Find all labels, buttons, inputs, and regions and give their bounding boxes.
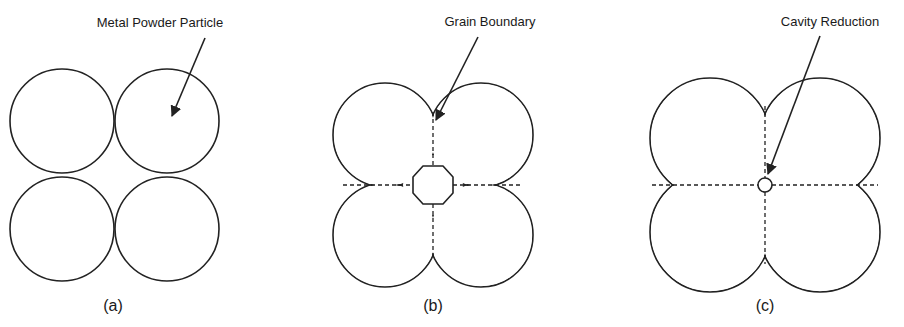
- powder-particles: [10, 69, 219, 281]
- panel-label: (b): [423, 296, 443, 315]
- callout-label: Metal Powder Particle: [97, 15, 223, 31]
- panel-label: (a): [103, 296, 123, 315]
- necked-particles: [333, 83, 533, 287]
- densified-particles: [650, 78, 880, 292]
- panel-label: (c): [756, 296, 775, 315]
- callout-label: Cavity Reduction: [781, 14, 879, 30]
- leader-arrows: [172, 36, 820, 174]
- callout-label: Grain Boundary: [444, 14, 535, 30]
